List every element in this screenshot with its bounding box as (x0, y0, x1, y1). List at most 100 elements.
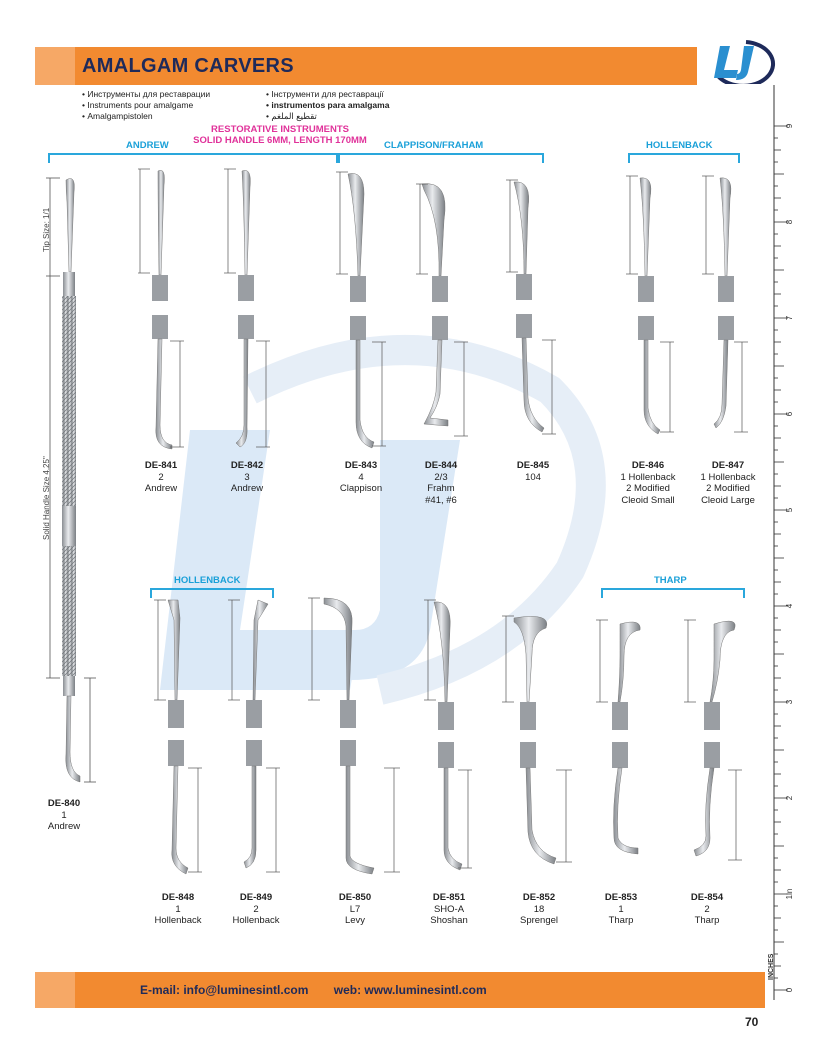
instrument-de-841 (138, 168, 184, 450)
product-line: Andrew (47, 821, 81, 832)
product-line: 1 Hollenback (620, 471, 676, 483)
lang-item: تقطيع الملغم (266, 111, 389, 122)
product-line: 3 (244, 471, 250, 483)
product-line: 18 (533, 903, 545, 915)
group-label-andrew: ANDREW (126, 140, 169, 151)
group-bracket-clappison (338, 153, 544, 163)
instrument-de-854 (684, 619, 742, 861)
language-list-left: Инструменты для реставрации Instruments … (82, 89, 210, 122)
product-code: DE-845 (516, 460, 550, 471)
header-accent (35, 47, 75, 85)
caption-de-841: DE-841 2 Andrew (128, 460, 194, 495)
caption-de-851: DE-851 SHO-A Shoshan (414, 892, 484, 927)
product-line: 2/3 (434, 471, 448, 483)
ruler-number: 6 (785, 411, 794, 416)
product-line: Hollenback (232, 915, 280, 926)
product-line: Andrew (230, 483, 264, 494)
product-line: Hollenback (154, 915, 202, 926)
product-code: DE-850 (338, 892, 372, 903)
instrument-de-846 (626, 175, 674, 435)
product-code: DE-851 (432, 892, 466, 903)
instrument-de-843 (336, 171, 386, 449)
product-line: Clappison (339, 483, 383, 494)
product-code: DE-842 (230, 460, 264, 471)
page-title: AMALGAM CARVERS (82, 55, 294, 77)
product-line: 2 (158, 471, 164, 483)
product-code: DE-840 (47, 798, 81, 809)
caption-de-840: DE-840 1 Andrew (36, 798, 92, 833)
ruler-number: 3 (785, 699, 794, 704)
product-line: 2 (704, 903, 710, 915)
group-label-tharp: THARP (654, 575, 687, 586)
instrument-de-851 (424, 599, 472, 871)
caption-de-845: DE-845 104 (498, 460, 568, 483)
instrument-de-853 (596, 619, 641, 855)
ruler-number: 2 (785, 795, 794, 800)
language-list-right: Інструменти для реставрації instrumentos… (266, 89, 389, 122)
group-bracket-andrew (48, 153, 338, 163)
product-line: Tharp (694, 915, 720, 926)
ruler-number: 8 (785, 219, 794, 224)
group-bracket-hollenback-bottom (150, 588, 274, 598)
product-code: DE-853 (604, 892, 638, 903)
product-line: Cleoid Large (701, 494, 755, 506)
lang-item: Инструменты для реставрации (82, 89, 210, 100)
product-line: Levy (344, 915, 366, 926)
lang-item: Amalgampistolen (82, 111, 210, 122)
handle-size-label: Solid Handle Size 4.25" (42, 456, 51, 540)
group-label-clappison: CLAPPISON/FRAHAM (384, 140, 484, 151)
group-label-hollenback-bottom: HOLLENBACK (174, 575, 241, 586)
footer-contact: E-mail: info@luminesintl.com web: www.lu… (140, 983, 509, 997)
product-line: Shoshan (430, 915, 468, 926)
product-line: 1 Hollenback (700, 471, 756, 483)
product-line: 1 (61, 809, 67, 821)
ruler-number: 1in (785, 889, 794, 900)
footer-accent (35, 972, 75, 1008)
product-code: DE-852 (522, 892, 556, 903)
product-line: 2 Modified (626, 483, 670, 494)
ruler-number: 4 (785, 603, 794, 608)
lang-item: instrumentos para amalgama (266, 100, 389, 111)
product-line: 1 (618, 903, 624, 915)
product-line: 4 (358, 471, 364, 483)
subtitle: RESTORATIVE INSTRUMENTS SOLID HANDLE 6MM… (170, 124, 390, 146)
caption-de-848: DE-848 1 Hollenback (140, 892, 216, 927)
product-code: DE-854 (690, 892, 724, 903)
caption-de-843: DE-843 4 Clappison (326, 460, 396, 495)
product-code: DE-847 (711, 460, 745, 471)
subtitle-line-2: SOLID HANDLE 6MM, LENGTH 170MM (193, 135, 367, 146)
product-line: Frahm (427, 483, 455, 494)
caption-de-846: DE-846 1 Hollenback 2 Modified Cleoid Sm… (606, 460, 690, 506)
instrument-de-842 (224, 168, 270, 448)
ruler-unit-label: INCHES (768, 953, 775, 980)
product-code: DE-841 (144, 460, 178, 471)
product-code: DE-846 (631, 460, 665, 471)
footer-web: web: www.luminesintl.com (333, 983, 487, 997)
product-line: L7 (349, 903, 361, 915)
product-code: DE-843 (344, 460, 378, 471)
product-code: DE-848 (161, 892, 195, 903)
instrument-de-844 (416, 183, 468, 437)
product-line: Sprengel (519, 915, 559, 926)
group-bracket-tharp (601, 588, 745, 598)
brand-logo (714, 40, 776, 84)
ruler-number: 7 (785, 315, 794, 320)
product-line: 2 Modified (706, 483, 750, 494)
caption-de-842: DE-842 3 Andrew (214, 460, 280, 495)
product-line: SHO-A (433, 903, 465, 915)
page-number: 70 (745, 1015, 759, 1029)
instrument-de-845 (506, 179, 556, 435)
header-bar (35, 47, 697, 85)
caption-de-852: DE-852 18 Sprengel (504, 892, 574, 927)
footer-bar (35, 972, 765, 1008)
ruler-number: 5 (785, 507, 794, 512)
group-label-hollenback-top: HOLLENBACK (646, 140, 713, 151)
caption-de-853: DE-853 1 Tharp (586, 892, 656, 927)
tip-size-label: Tip Size: 1/1 (42, 207, 51, 252)
product-line: 1 (175, 903, 181, 915)
product-line: 104 (525, 471, 541, 483)
footer-email: E-mail: info@luminesintl.com (140, 983, 309, 997)
subtitle-line-1: RESTORATIVE INSTRUMENTS (211, 124, 349, 135)
caption-de-854: DE-854 2 Tharp (672, 892, 742, 927)
instrument-de-848 (154, 599, 202, 875)
